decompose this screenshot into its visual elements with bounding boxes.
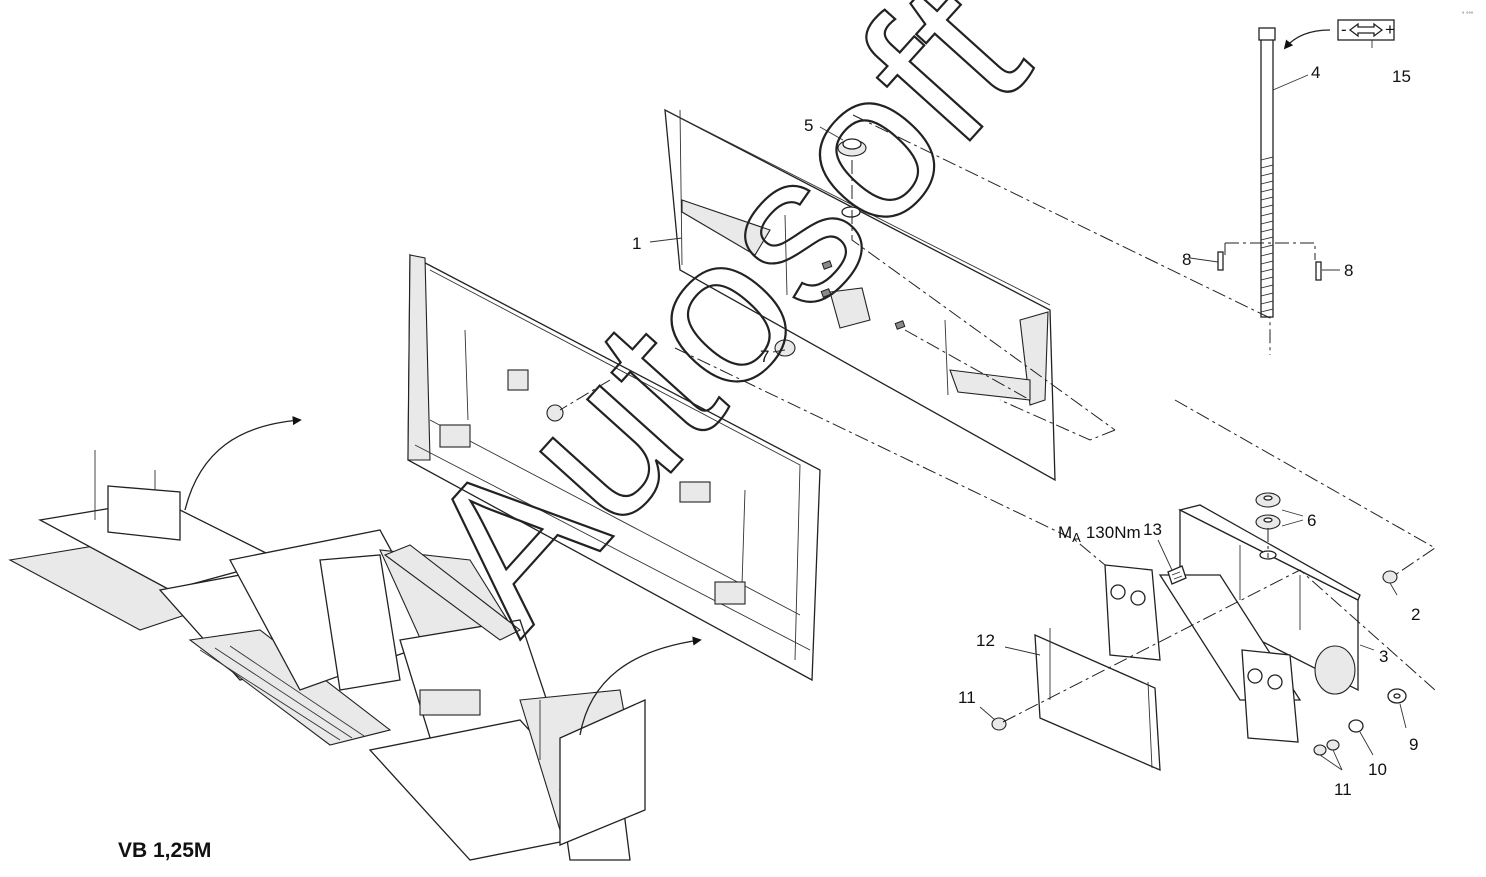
diagram-title: VB 1,25M [118, 839, 211, 862]
label-11-right: 11 [1334, 780, 1352, 799]
label-11-left: 11 [958, 688, 976, 707]
side-hole [1110, 584, 1126, 600]
label-10: 10 [1368, 760, 1387, 779]
label-8-right: 8 [1344, 261, 1353, 280]
grommet-5 [837, 138, 867, 157]
side-hole [1130, 590, 1146, 606]
label-1: 1 [632, 234, 641, 253]
part-labels: 1 2 3 4 5 6 7 8 8 9 10 11 11 12 13 15 [632, 63, 1420, 799]
torque-subscript: A [1072, 530, 1081, 545]
label-2: 2 [1411, 605, 1420, 624]
leader-lines [649, 40, 1407, 771]
side-hole [1267, 674, 1283, 690]
bolt-13 [1167, 565, 1187, 585]
nut-11-left [991, 717, 1007, 731]
paver-overview [8, 416, 702, 861]
svg-text:+: + [1385, 20, 1395, 39]
label-3: 3 [1379, 647, 1388, 666]
label-12: 12 [976, 631, 995, 650]
nut-11-b [1313, 744, 1327, 756]
direction-arrow [1283, 29, 1331, 50]
nut-2 [1382, 570, 1398, 584]
label-15: 15 [1392, 67, 1411, 86]
svg-text:-: - [1341, 20, 1347, 39]
label-9: 9 [1409, 735, 1418, 754]
side-plate-right [1241, 649, 1299, 743]
torque-symbol: M [1058, 523, 1072, 542]
adjust-direction-icon: - + [1337, 19, 1395, 41]
rear-plate [407, 253, 821, 682]
label-7: 7 [760, 347, 769, 366]
washer-hole [1263, 517, 1273, 523]
cover-12 [1034, 628, 1161, 772]
side-hole [1247, 668, 1263, 684]
label-5: 5 [804, 116, 813, 135]
washer-10 [1348, 719, 1364, 733]
torque-value: 130Nm [1086, 523, 1141, 542]
label-13: 13 [1143, 520, 1162, 539]
pin-8-right [1315, 261, 1322, 281]
torque-spec: MA 130Nm [1058, 523, 1141, 545]
label-4: 4 [1311, 63, 1320, 82]
washer-hole [1393, 693, 1401, 699]
washer-hole [1263, 495, 1273, 501]
corner-mark: ° °°° [1462, 12, 1474, 18]
spindle-4 [1258, 27, 1276, 318]
side-plate-left [1104, 564, 1161, 661]
pin-8-left [1217, 251, 1224, 271]
label-6: 6 [1307, 511, 1316, 530]
assembly-lines [559, 114, 1436, 723]
plate-1 [664, 108, 1056, 482]
nut-11-a [1326, 739, 1340, 751]
label-8-left: 8 [1182, 250, 1191, 269]
